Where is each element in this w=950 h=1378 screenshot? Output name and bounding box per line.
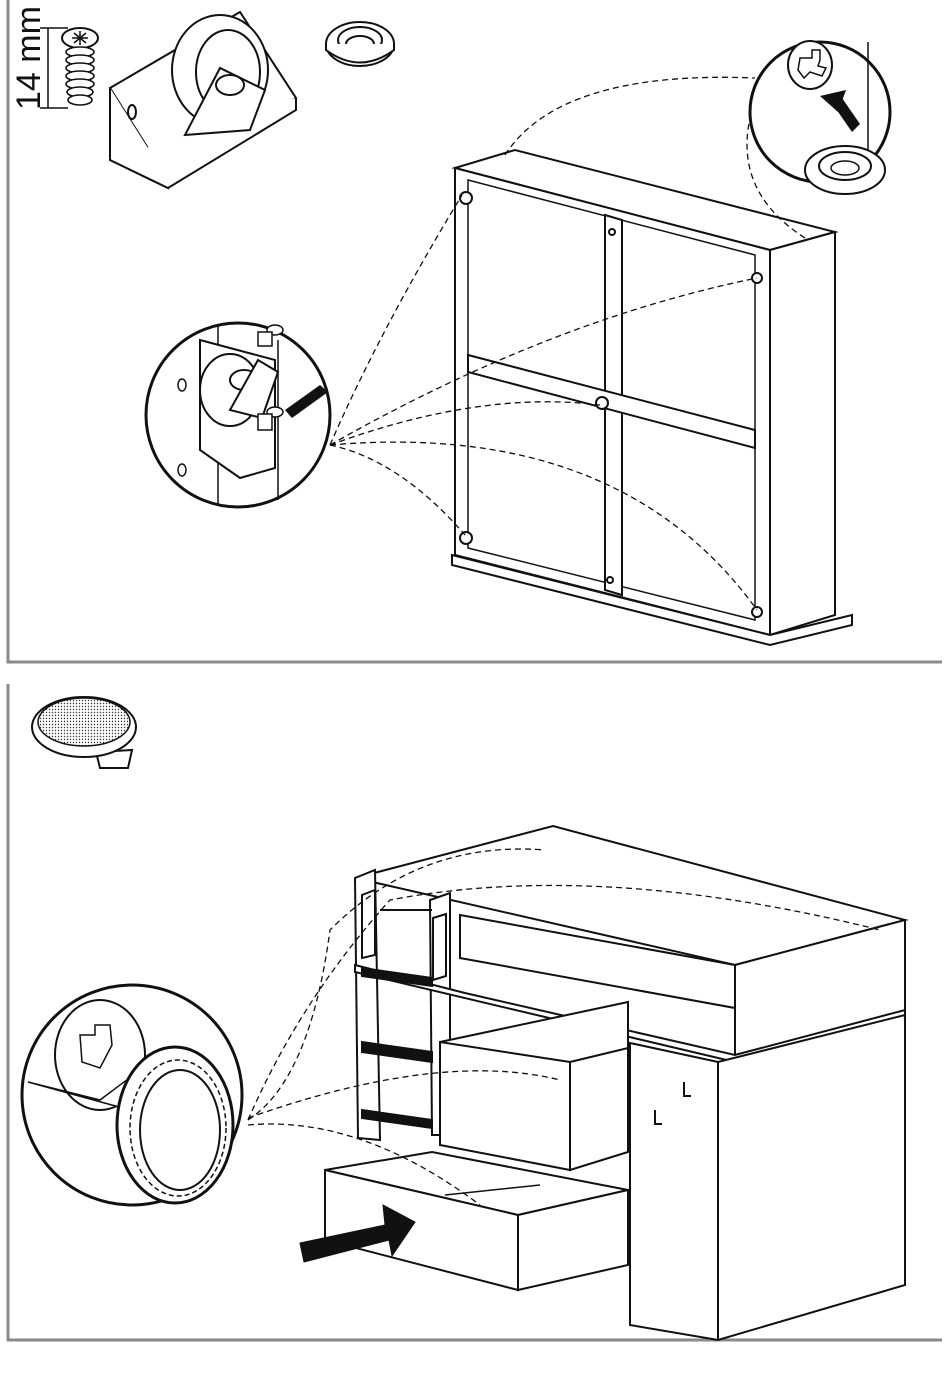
cap-insert-detail-circle — [750, 41, 890, 194]
caster-screw-detail-circle — [146, 323, 330, 507]
caster-wheel-icon — [110, 12, 296, 188]
cabinet-back-panel — [452, 150, 852, 645]
plug-cap-detail-circle — [22, 985, 242, 1205]
screw-icon — [40, 28, 98, 108]
screw-length-label: 14 mm — [10, 6, 48, 110]
cover-cap-ring-icon — [326, 22, 394, 66]
round-plug-cap-icon — [32, 697, 136, 768]
drawer — [325, 1152, 628, 1290]
